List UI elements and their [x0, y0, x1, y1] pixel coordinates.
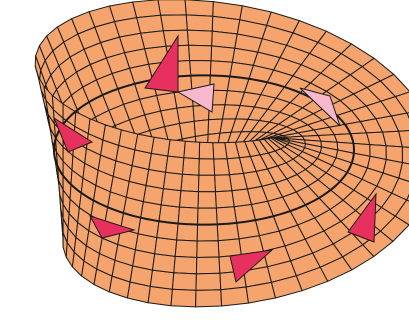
- surface-cell: [198, 208, 218, 225]
- surface-cell: [189, 45, 212, 60]
- surface-cell: [198, 192, 216, 208]
- surface-cell: [177, 224, 198, 242]
- surface-cell: [187, 30, 212, 46]
- surface-cell: [185, 0, 213, 16]
- surface-cell: [212, 31, 238, 48]
- surface-cell: [171, 289, 196, 307]
- surface-cell: [184, 141, 200, 158]
- surface-cell: [163, 172, 182, 190]
- surface-cell: [217, 223, 239, 241]
- surface-cell: [218, 239, 241, 257]
- surface-cell: [182, 158, 199, 175]
- surface-cell: [194, 120, 208, 137]
- surface-cell: [151, 137, 170, 156]
- surface-cell: [198, 175, 215, 192]
- surface-cell: [135, 134, 154, 153]
- surface-cell: [214, 159, 230, 176]
- surface-cell: [155, 238, 177, 257]
- surface-cell: [161, 189, 181, 208]
- surface-cell: [178, 207, 198, 225]
- surface-cell: [213, 143, 227, 159]
- surface-cell: [196, 273, 221, 290]
- surface-cell: [166, 156, 184, 174]
- surface-cell: [150, 270, 174, 289]
- surface-cell: [161, 15, 188, 31]
- surface-cell: [180, 191, 199, 209]
- surface-cell: [196, 290, 222, 307]
- surface-cell: [146, 170, 166, 189]
- surface-cell: [211, 46, 235, 62]
- surface-cell: [215, 175, 232, 192]
- surface-cell: [232, 189, 252, 207]
- surface-cell: [158, 0, 186, 15]
- surface-cell: [210, 61, 232, 77]
- surface-cell: [175, 240, 197, 258]
- surface-cell: [199, 159, 215, 176]
- surface-cell: [153, 254, 176, 273]
- surface-cell: [133, 0, 161, 18]
- surface-cell: [197, 224, 218, 241]
- surface-cell: [137, 15, 164, 33]
- surface-cell: [215, 191, 234, 208]
- surface-cell: [181, 174, 199, 192]
- surface-cell: [180, 121, 196, 139]
- surface-cell: [199, 142, 214, 159]
- surface-cell: [172, 273, 196, 291]
- surface-cell: [149, 153, 168, 172]
- surface-cell: [168, 140, 185, 158]
- surface-cell: [174, 256, 197, 274]
- surface-cell: [190, 61, 211, 76]
- surface-cell: [196, 257, 220, 274]
- surface-cell: [221, 287, 249, 306]
- surface-cell: [186, 15, 213, 31]
- surface-cell: [197, 241, 219, 258]
- surface-cell: [216, 207, 236, 225]
